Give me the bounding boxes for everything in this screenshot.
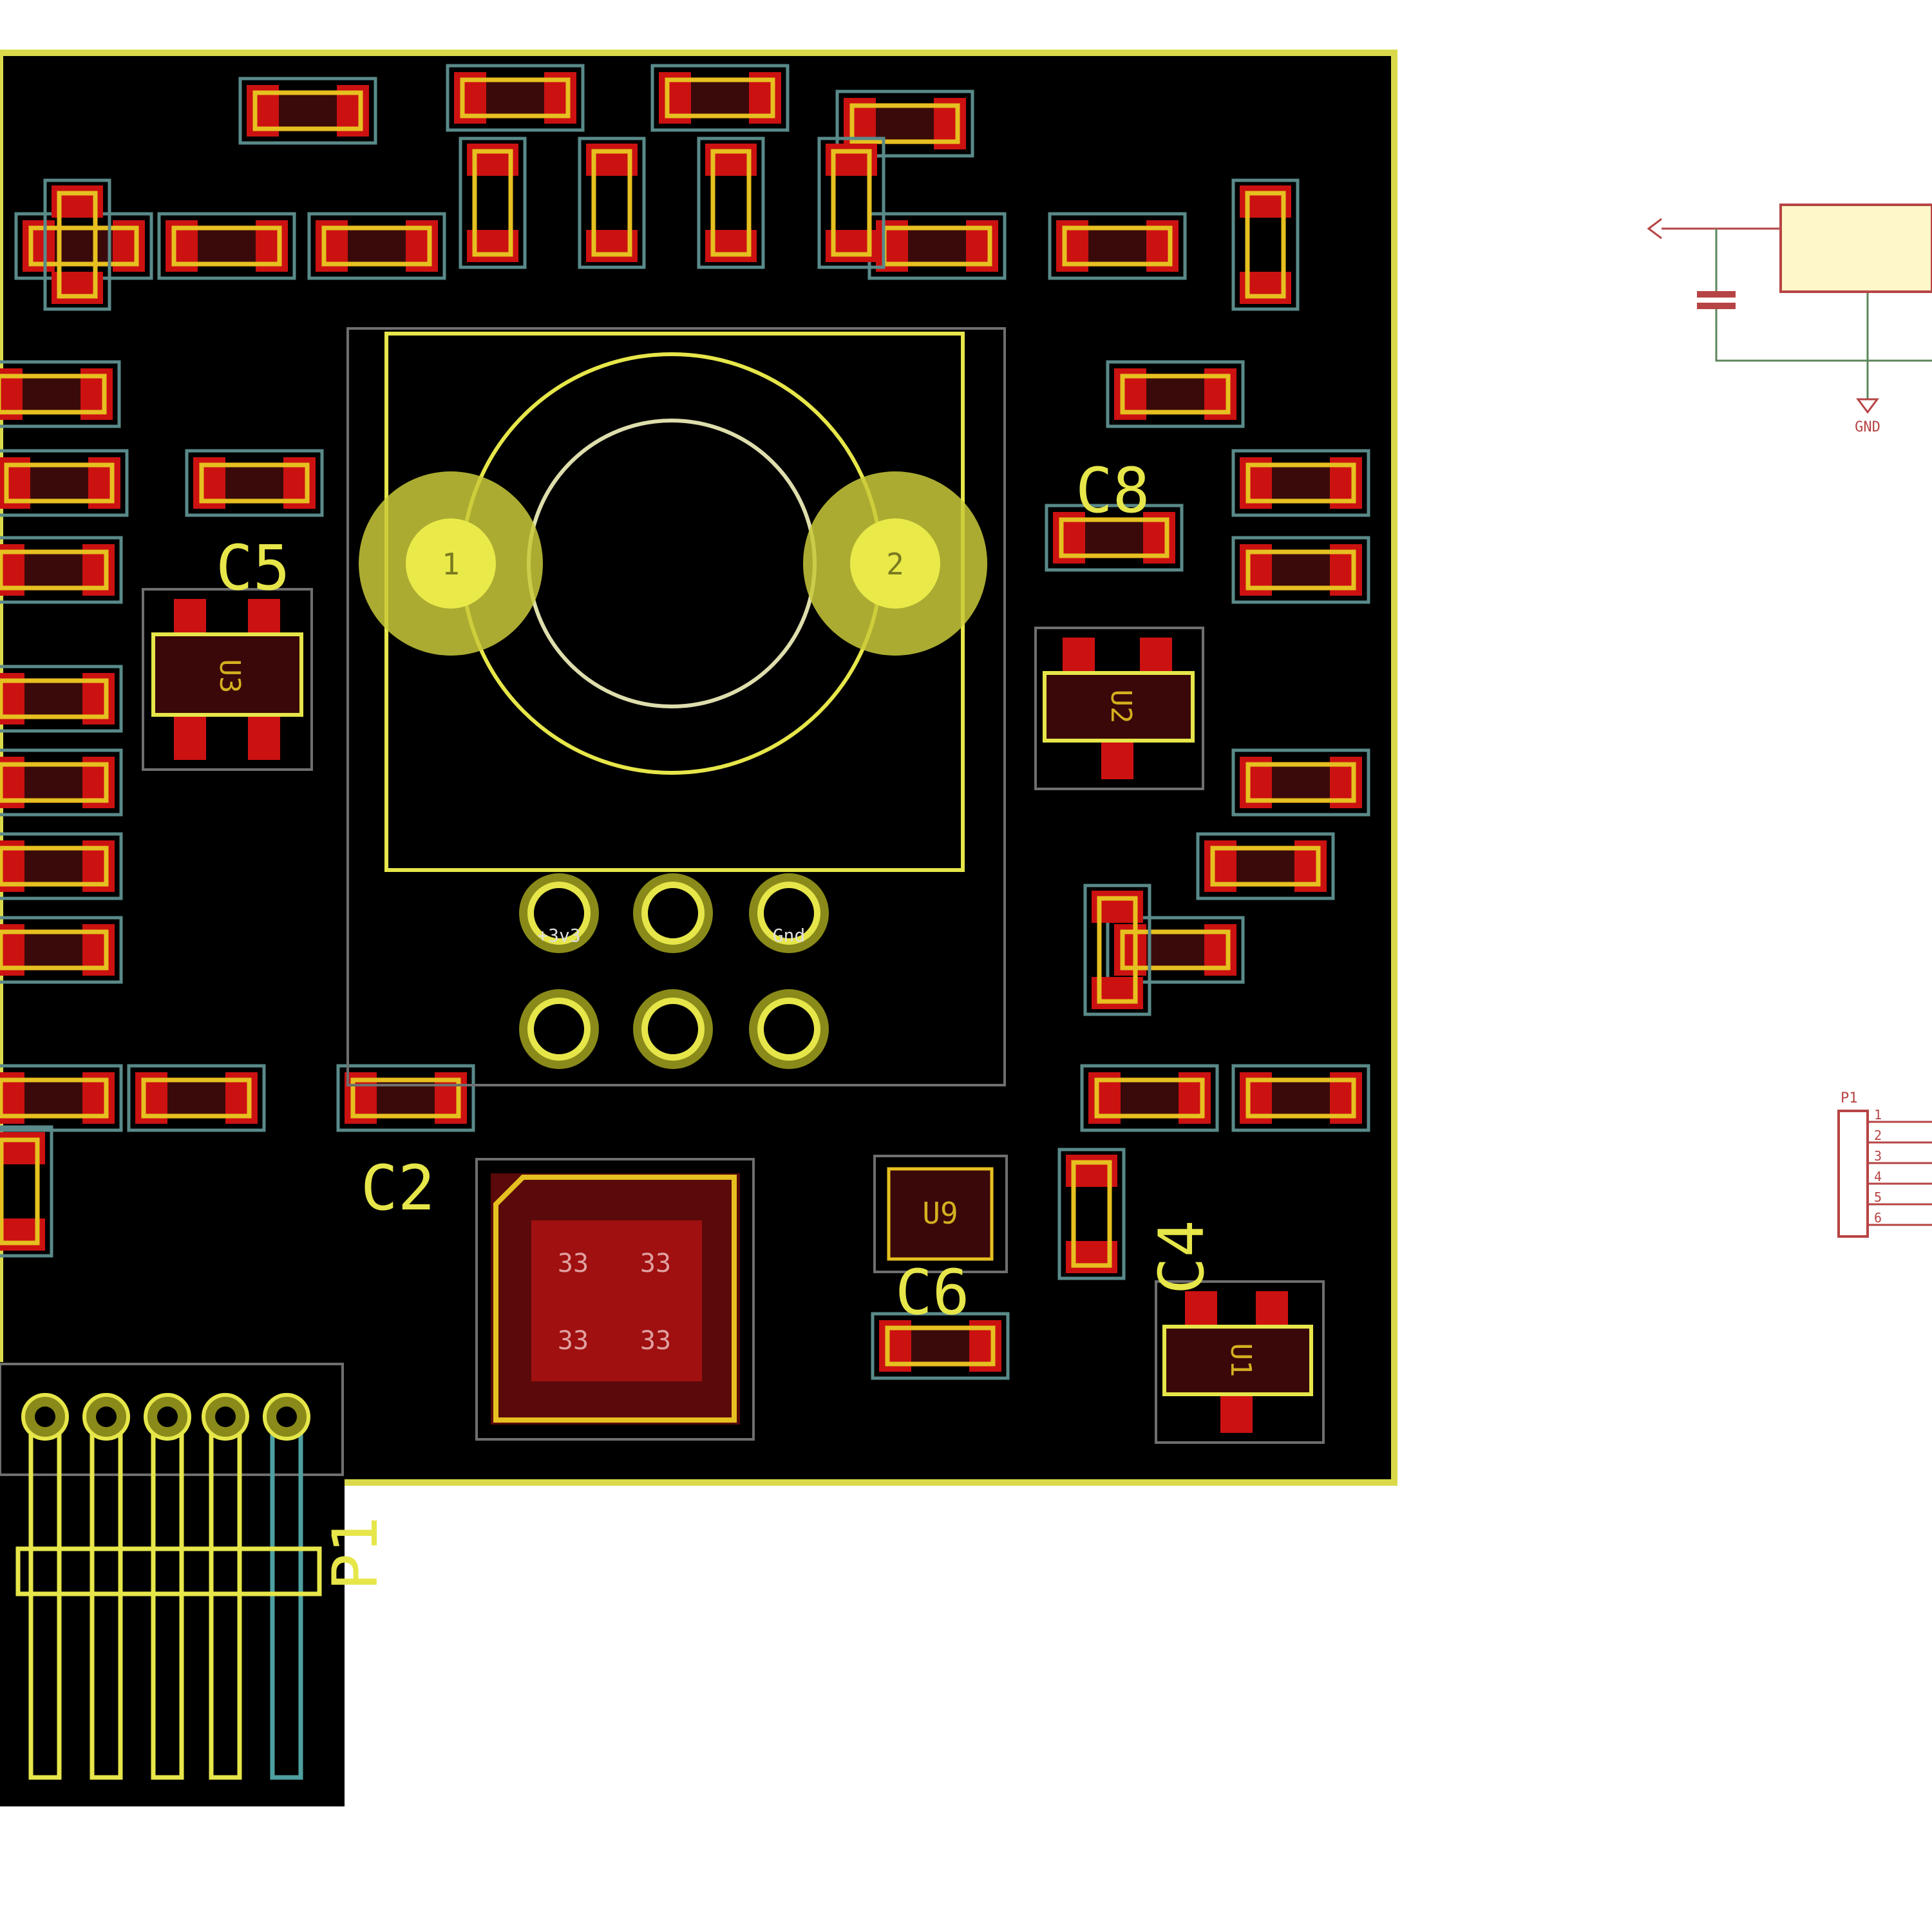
smd-passive[interactable] [0, 536, 123, 604]
smd-passive[interactable] [0, 360, 121, 428]
p1-pin-header[interactable] [0, 1363, 344, 1780]
qfn-pad-label-3: 33 [558, 1326, 589, 1356]
schematic-connector-ref: P1 [1841, 1090, 1858, 1106]
u1-label: U1 [1224, 1343, 1257, 1378]
schematic-connector-pin[interactable]: 1 [1868, 1107, 1932, 1123]
smd-passive[interactable] [1231, 748, 1370, 817]
smd-passive-vertical[interactable] [459, 137, 527, 269]
through-hole-pads[interactable] [519, 873, 829, 1069]
designator-labels: C5 C8 C2 C6 C4 P1 [216, 455, 1218, 1591]
smd-passive-vertical[interactable] [1231, 178, 1300, 311]
schematic-gnd-label: GND [1855, 419, 1880, 435]
smd-passive-vertical[interactable] [817, 137, 886, 269]
smd-passive[interactable] [185, 449, 324, 517]
designator-c4: C4 [1146, 1220, 1218, 1294]
schematic-view[interactable]: GND P1 1 2 3 4 5 6 [1647, 204, 1932, 1238]
smd-passive[interactable] [307, 212, 446, 280]
smd-passive-vertical[interactable] [0, 1125, 53, 1258]
qfn-pad-label-4: 33 [640, 1326, 671, 1356]
svg-text:4: 4 [1874, 1169, 1882, 1184]
smd-passive[interactable] [0, 449, 129, 517]
smd-passive[interactable] [1045, 504, 1184, 572]
smd-passive-vertical[interactable] [1057, 1148, 1126, 1280]
schematic-connector-pin[interactable]: 2 [1868, 1128, 1932, 1144]
qfn-pad-label-1: 33 [558, 1249, 589, 1278]
smd-passive-vertical[interactable] [697, 137, 765, 269]
through-hole-pad[interactable] [633, 873, 713, 953]
svg-text:6: 6 [1874, 1210, 1882, 1226]
pcb-editor-view[interactable]: 1 2 +3v3 Gnd U3 U2 [0, 50, 1397, 1806]
u9-footprint[interactable]: U9 [873, 1155, 1008, 1273]
pad-number-left: 1 [442, 547, 460, 582]
mcu-qfn-footprint[interactable]: 33 33 33 33 [475, 1158, 755, 1441]
smd-passive-vertical[interactable] [578, 137, 646, 269]
u3-footprint[interactable]: U3 [142, 588, 313, 771]
smd-passive[interactable] [835, 90, 974, 158]
through-hole-pad[interactable] [519, 873, 599, 953]
qfn-pad-label-2: 33 [640, 1249, 671, 1278]
encoder-footprint[interactable]: 1 2 +3v3 Gnd [346, 327, 1006, 1086]
smd-passive[interactable] [1080, 1064, 1219, 1132]
smd-passive[interactable] [127, 1064, 266, 1132]
header-pin-gnd-label: Gnd [773, 925, 806, 946]
smd-passive[interactable] [14, 212, 153, 280]
schematic-connector-pin[interactable]: 3 [1868, 1148, 1932, 1164]
svg-text:3: 3 [1874, 1148, 1882, 1164]
u2-label: U2 [1104, 690, 1137, 724]
designator-c8: C8 [1075, 455, 1150, 527]
smd-passive[interactable] [1231, 1064, 1370, 1132]
through-hole-pad[interactable] [633, 989, 713, 1069]
smd-passive[interactable] [650, 64, 790, 132]
smd-passive[interactable] [0, 665, 123, 733]
smd-passive[interactable] [446, 64, 585, 132]
smd-passive[interactable] [0, 832, 123, 900]
smd-passive[interactable] [1231, 536, 1370, 604]
smd-passive[interactable] [0, 1064, 123, 1132]
smd-components[interactable] [0, 64, 1370, 1380]
designator-c5: C5 [216, 532, 290, 604]
smd-passive[interactable] [871, 1312, 1010, 1380]
u9-label: U9 [922, 1196, 958, 1231]
smd-passive[interactable] [1106, 916, 1245, 984]
through-hole-pad[interactable] [519, 989, 599, 1069]
smd-passive[interactable] [1196, 832, 1335, 900]
u2-footprint[interactable]: U2 [1034, 627, 1204, 790]
schematic-connector-pin[interactable]: 5 [1868, 1189, 1932, 1206]
smd-passive[interactable] [0, 916, 123, 984]
designator-c2: C2 [361, 1152, 435, 1224]
schematic-connector-pin[interactable]: 6 [1868, 1210, 1932, 1226]
schematic-connector-p1[interactable]: P1 1 2 3 4 5 6 [1837, 1090, 1932, 1238]
u3-label: U3 [213, 659, 246, 694]
svg-text:2: 2 [1874, 1128, 1882, 1143]
smd-passive[interactable] [0, 748, 123, 817]
u1-footprint[interactable]: U1 [1155, 1280, 1325, 1444]
schematic-regulator-block[interactable]: GND [1647, 204, 1932, 435]
schematic-connector-pin[interactable]: 4 [1868, 1169, 1932, 1185]
through-hole-pad[interactable] [749, 989, 829, 1069]
smd-passive[interactable] [238, 77, 377, 145]
svg-text:5: 5 [1874, 1189, 1882, 1205]
pad-number-right: 2 [886, 547, 904, 582]
designator-c6: C6 [895, 1256, 970, 1329]
svg-text:1: 1 [1874, 1107, 1882, 1122]
smd-passive[interactable] [1048, 212, 1187, 280]
designator-p1: P1 [319, 1516, 392, 1591]
smd-passive[interactable] [1231, 449, 1370, 517]
smd-passive[interactable] [1106, 360, 1245, 428]
through-hole-pad[interactable] [749, 873, 829, 953]
smd-passive-vertical[interactable] [1083, 884, 1151, 1016]
header-pin-3v3-label: +3v3 [537, 925, 580, 946]
smd-passive-vertical[interactable] [43, 178, 111, 311]
smd-passive[interactable] [157, 212, 296, 280]
